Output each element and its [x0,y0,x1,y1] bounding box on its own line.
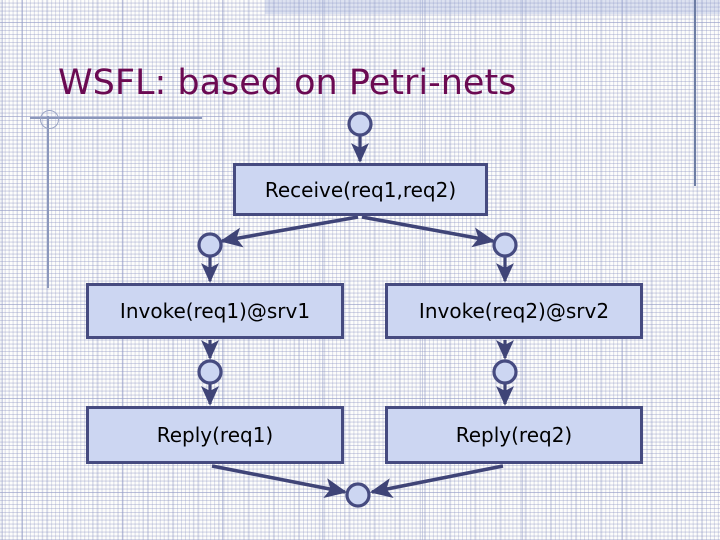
activity-receive-label: Receive(req1,req2) [264,177,457,202]
activity-reply-1-label: Reply(req1) [156,423,274,447]
arc-group [201,136,514,499]
activity-invoke-2-label: Invoke(req2)@srv2 [418,299,610,323]
activity-reply-2[interactable]: Reply(req2) [385,406,643,464]
arc-receive-fork2 [361,215,496,248]
activity-reply-2-label: Reply(req2) [455,423,573,447]
place-join[interactable] [345,482,371,508]
place-mid-2[interactable] [492,359,518,385]
activity-reply-1[interactable]: Reply(req1) [86,406,344,464]
place-fork-2[interactable] [492,232,518,258]
arc-receive-fork1 [219,215,359,248]
place-mid-1[interactable] [197,359,223,385]
arc-reply1-join [211,464,348,499]
place-start[interactable] [347,111,373,137]
place-fork-1[interactable] [197,232,223,258]
activity-receive[interactable]: Receive(req1,req2) [233,163,488,216]
arc-reply2-join [369,464,504,498]
place-group [197,111,518,508]
activity-invoke-1[interactable]: Invoke(req1)@srv1 [86,283,344,339]
activity-invoke-2[interactable]: Invoke(req2)@srv2 [385,283,643,339]
page-title: WSFL: based on Petri-nets [58,63,517,103]
activity-invoke-1-label: Invoke(req1)@srv1 [119,299,311,323]
